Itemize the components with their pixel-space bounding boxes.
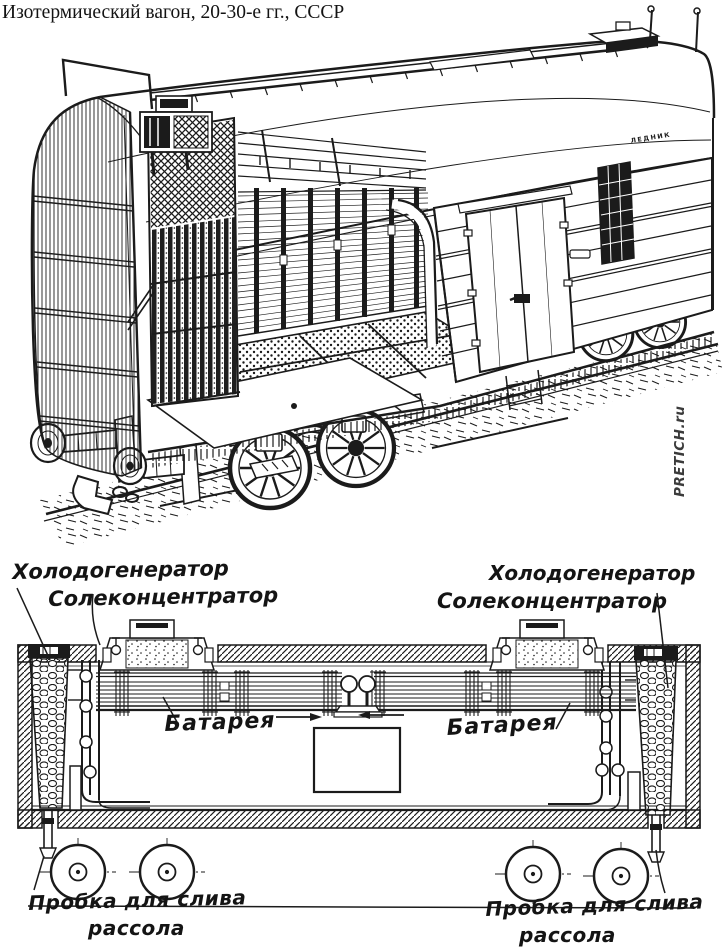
central-unit: [333, 675, 383, 718]
label-salt-concentrator-left: Солеконцентратор: [48, 582, 279, 611]
label-salt-concentrator-right: Солеконцентратор: [437, 589, 667, 613]
sliding-door: [464, 196, 576, 374]
cross-section-diagram: [16, 587, 701, 912]
floor-panel: [146, 357, 425, 449]
battery-right: [369, 669, 636, 717]
label-cold-generator-right: Холодогенератор: [489, 561, 696, 585]
wagon-cutaway-illustration: [29, 5, 723, 548]
battery-left: [96, 669, 342, 717]
cold-generator-tank-right: [634, 646, 678, 816]
door-handle: [514, 294, 530, 303]
flow-arrow-left: [276, 713, 322, 721]
door-rail: [457, 185, 573, 214]
flow-arrow-right: [358, 711, 404, 719]
salt-concentrator-left: [98, 619, 216, 671]
salt-concentrator-right: [488, 619, 606, 671]
drain-plug-left: [38, 810, 58, 859]
label-battery-left: Батарея: [164, 708, 276, 737]
side-wall: [432, 156, 713, 411]
cold-generator-tank-left: [28, 644, 70, 809]
drain-plug-right: [646, 815, 666, 863]
brake-platform: [139, 95, 213, 177]
central-box: [312, 726, 402, 794]
label-drain-plug-right-line2: рассола: [519, 923, 616, 947]
brake-handrail: [61, 58, 154, 110]
watermark: PRETICH.ru: [672, 405, 688, 497]
ground-line: [27, 905, 693, 909]
page-title: Изотермический вагон, 20-30-е гг., СССР: [2, 2, 345, 23]
barred-window: [598, 162, 634, 264]
leader-lines: [16, 587, 669, 894]
roof-walkway: [149, 45, 641, 102]
label-cold-generator-left: Холодогенератор: [12, 556, 230, 584]
label-drain-plug-left-line2: рассола: [88, 916, 185, 940]
